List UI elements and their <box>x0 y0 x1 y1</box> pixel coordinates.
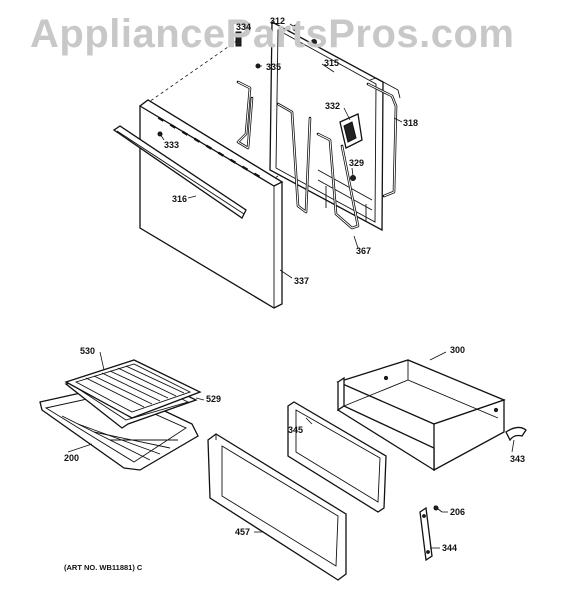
part-label-367: 367 <box>356 246 372 256</box>
drawer-front-panel-457 <box>207 433 347 581</box>
part-label-457: 457 <box>235 527 251 537</box>
part-label-200: 200 <box>64 453 80 463</box>
part-label-334: 334 <box>236 22 252 32</box>
part-label-316: 316 <box>172 194 188 204</box>
bracket-332 <box>339 113 363 149</box>
leader-lines <box>67 23 515 549</box>
drawer-rail-344 <box>419 506 433 562</box>
part-label-315: 315 <box>324 58 340 68</box>
door-hinges-367 <box>236 80 360 230</box>
screw-329 <box>350 175 356 181</box>
drawer-inner-panel-345 <box>287 401 387 513</box>
part-label-300: 300 <box>450 345 466 355</box>
screw-206 <box>433 505 443 513</box>
watermark: AppliancePartsPros.com <box>30 12 515 56</box>
part-label-529: 529 <box>206 394 222 404</box>
part-label-344: 344 <box>442 543 458 553</box>
part-label-318: 318 <box>403 118 419 128</box>
part-label-312: 312 <box>270 16 286 26</box>
part-label-329: 329 <box>349 158 365 168</box>
part-label-332: 332 <box>325 101 341 111</box>
part-label-333: 333 <box>164 140 180 150</box>
part-label-345: 345 <box>288 425 304 435</box>
broiler-grid-530 <box>64 359 202 419</box>
outer-door-panel-337 <box>138 99 284 309</box>
door-handle-316 <box>112 125 247 219</box>
storage-drawer-300 <box>336 359 506 472</box>
art-number: (ART NO. WB11881) C <box>64 563 143 572</box>
part-label-335: 335 <box>266 62 282 72</box>
part-label-206: 206 <box>450 507 466 517</box>
drawer-glide-343 <box>505 426 527 442</box>
part-label-530: 530 <box>80 346 96 356</box>
part-label-343: 343 <box>510 454 526 464</box>
part-label-337: 337 <box>294 276 310 286</box>
door-gasket-318 <box>366 77 401 198</box>
